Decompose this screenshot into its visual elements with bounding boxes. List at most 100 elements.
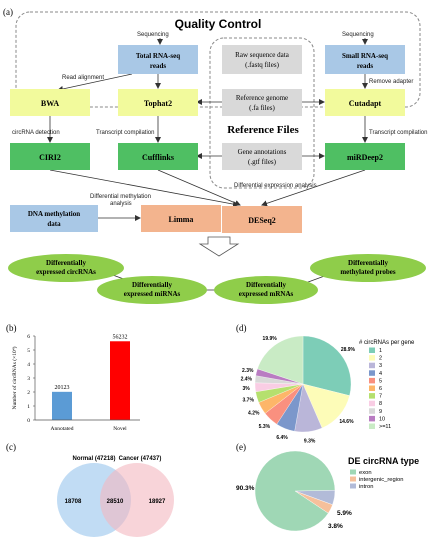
panel-a: (a) Quality Control Reference Files bbox=[3, 7, 427, 304]
raw-line2: (.fastq files) bbox=[245, 61, 279, 69]
venn-normal-label: Normal (47218) bbox=[72, 456, 115, 462]
flow-arrows bbox=[47, 38, 368, 221]
ellipse-mrnas bbox=[214, 276, 318, 304]
pie-d-value-label: 28.9% bbox=[341, 347, 356, 353]
ciri2-box bbox=[10, 143, 90, 170]
gene-line2: (.gtf files) bbox=[248, 158, 277, 166]
bwa-box bbox=[10, 89, 90, 116]
total-rna-line1: Total RNA-seq bbox=[136, 52, 180, 60]
pie-d-legend-label: >=11 bbox=[379, 424, 391, 430]
venn-only-cancer: 18927 bbox=[149, 499, 166, 505]
label-seq-right: Sequencing bbox=[342, 32, 374, 38]
pie-e-legend-swatch bbox=[350, 483, 356, 489]
label-diff-methylation-2: analysis bbox=[110, 201, 132, 207]
bar-category-label: Novel bbox=[113, 426, 127, 432]
pie-e-slice-exon bbox=[254, 450, 336, 532]
bar-category-label: Annotated bbox=[51, 426, 74, 432]
pie-e-label-intergenic: 3.8% bbox=[328, 523, 343, 530]
pie-e-title: DE circRNA type bbox=[348, 456, 419, 466]
pie-e-legend-label: intron bbox=[359, 484, 374, 490]
ellipse-mirnas bbox=[97, 276, 207, 304]
cutadapt-label: Cutadapt bbox=[349, 99, 382, 108]
pie-d-value-label: 9.3% bbox=[304, 439, 316, 445]
pie-e-legend-swatch bbox=[350, 476, 356, 482]
gene-annotations-box bbox=[222, 143, 302, 170]
pie-d-legend-swatch bbox=[369, 347, 375, 353]
tophat2-label: Tophat2 bbox=[144, 99, 172, 108]
label-read-alignment: Read alignment bbox=[62, 75, 104, 81]
pie-d-legend-swatch bbox=[369, 400, 375, 407]
e4-line1: Differentially bbox=[348, 259, 388, 267]
e3-line2: expressed mRNAs bbox=[239, 290, 294, 298]
pie-d-value-label: 2.4% bbox=[241, 376, 253, 382]
pie-d-legend-swatch bbox=[369, 362, 375, 369]
pie-d-legend-swatch bbox=[369, 385, 375, 391]
e2-line2: expressed miRNAs bbox=[124, 290, 181, 298]
e4-line2: methylated probes bbox=[340, 268, 396, 276]
pie-d-legend-swatch bbox=[369, 377, 375, 384]
arrow-labels: Sequencing Sequencing Read alignment Rem… bbox=[12, 32, 427, 207]
pie-d-legend-label: 5 bbox=[379, 378, 382, 384]
pie-d-legend-swatch bbox=[369, 415, 375, 422]
panel-a-label: (a) bbox=[3, 7, 13, 17]
pie-d-legend-swatch bbox=[369, 408, 375, 414]
pie-d-legend-label: 6 bbox=[379, 386, 382, 392]
bar-y-tick-label: 2 bbox=[27, 390, 30, 396]
dna-methylation-box bbox=[10, 205, 98, 232]
pie-d-legend-label: 10 bbox=[379, 416, 385, 422]
pie-d-legend-label: 8 bbox=[379, 401, 382, 407]
bar-y-tick-label: 6 bbox=[27, 334, 30, 340]
panel-e: (e) DE circRNA type exonintergenic_regio… bbox=[236, 442, 419, 532]
cufflinks-box bbox=[118, 143, 198, 170]
reference-files-frame bbox=[209, 37, 315, 189]
panel-d-label: (d) bbox=[236, 323, 247, 333]
bar-y-tick-label: 0 bbox=[27, 418, 30, 424]
ellipse-circrnas bbox=[8, 254, 124, 282]
label-diff-expression: Differential expression analysis bbox=[234, 183, 317, 189]
pie-d-value-label: 4.2% bbox=[248, 411, 260, 417]
pie-e-label-intron: 5.9% bbox=[337, 510, 352, 517]
small-rna-line1: Small RNA-seq bbox=[342, 52, 388, 60]
total-rna-line2: reads bbox=[150, 62, 166, 70]
bar-annotated bbox=[52, 391, 72, 420]
pie-d-slice-11 bbox=[257, 335, 304, 385]
pie-d-legend-swatch bbox=[369, 355, 375, 361]
e1-line1: Differentially bbox=[46, 259, 86, 267]
reference-files-title: Reference Files bbox=[227, 124, 299, 136]
quality-control-frame bbox=[15, 11, 421, 108]
raw-sequence-box bbox=[222, 45, 302, 74]
pie-d-legend-label: 7 bbox=[379, 394, 382, 400]
mirdeep2-box bbox=[325, 143, 405, 170]
pie-d-value-label: 14.6% bbox=[339, 419, 354, 425]
pie-d-legend-label: 9 bbox=[379, 409, 382, 415]
pie-d-legend-swatch bbox=[369, 370, 375, 376]
bar-y-label: Number of circRNAs (×10⁴) bbox=[11, 346, 18, 409]
pie-d-value-label: 6.4% bbox=[276, 435, 288, 441]
pie-d-legend-label: 3 bbox=[379, 363, 382, 369]
bar-value-label: 20123 bbox=[55, 385, 70, 391]
pie-d-value-label: 3.7% bbox=[243, 398, 255, 404]
bar-novel bbox=[110, 341, 130, 420]
raw-line1: Raw sequence data bbox=[235, 51, 290, 59]
bar-value-label: 56232 bbox=[113, 334, 128, 340]
pie-e-legend-label: intergenic_region bbox=[359, 477, 403, 483]
label-transcript-compilation-left: Transcript compilation bbox=[96, 130, 154, 136]
label-seq-left: Sequencing bbox=[137, 32, 169, 38]
gene-line1: Gene annotations bbox=[238, 148, 287, 156]
limma-label: Limma bbox=[169, 215, 194, 224]
pie-d-legend-swatch bbox=[369, 423, 375, 429]
reference-genome-box bbox=[222, 89, 302, 116]
pie-e-legend-label: exon bbox=[359, 470, 372, 476]
e2-line1: Differentially bbox=[132, 281, 172, 289]
label-transcript-compilation-right: Transcript compilation bbox=[369, 130, 427, 136]
label-remove-adapter: Remove adapter bbox=[369, 79, 413, 85]
down-arrow-icon bbox=[198, 236, 240, 257]
bar-y-tick-label: 5 bbox=[27, 348, 30, 354]
label-circrna-detection: circRNA detection bbox=[12, 130, 60, 136]
pie-d-value-label: 3% bbox=[243, 386, 251, 392]
pie-d-legend-label: 1 bbox=[379, 348, 382, 354]
